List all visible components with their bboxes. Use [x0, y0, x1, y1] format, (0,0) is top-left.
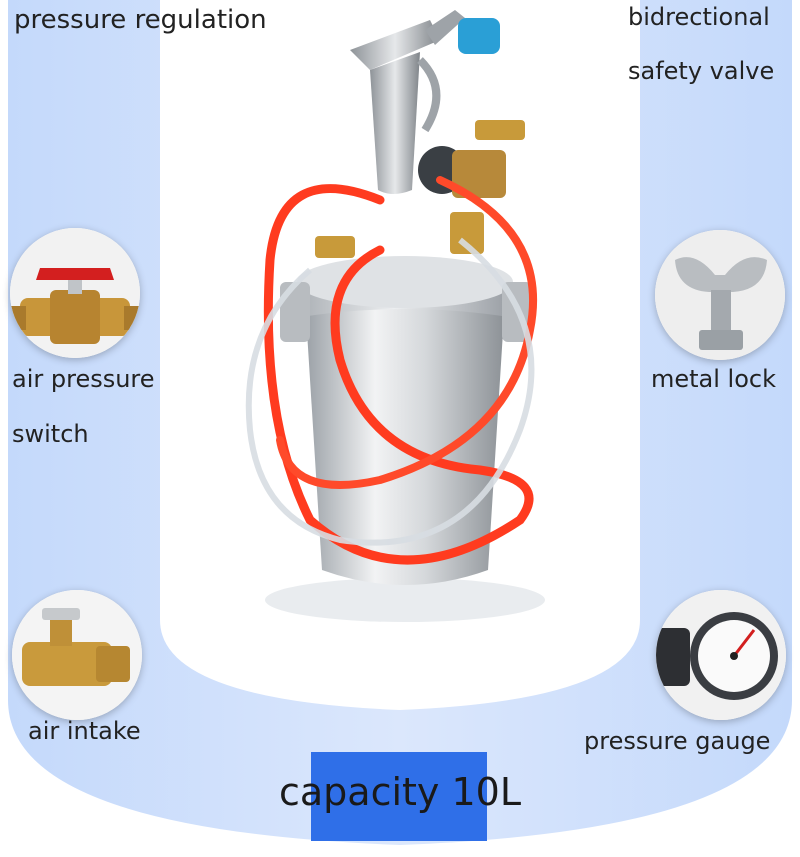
air-pressure-switch-thumbnail	[10, 228, 140, 358]
brass-fitting-icon	[12, 590, 142, 720]
air-pressure-switch-label-line1: air pressure	[12, 365, 155, 393]
capacity-highlight-box	[311, 752, 487, 841]
bidirectional-label-line1: bidrectional	[628, 3, 770, 31]
pressure-gauge-icon	[656, 590, 786, 720]
wing-nut-icon	[655, 230, 785, 360]
capacity-label: capacity 10L	[278, 770, 522, 814]
pressure-gauge-thumbnail	[656, 590, 786, 720]
safety-valve-label-line2: safety valve	[628, 57, 775, 85]
pressure-gauge-label: pressure gauge	[584, 727, 771, 755]
ball-valve-icon	[10, 228, 140, 358]
metal-lock-thumbnail	[655, 230, 785, 360]
pressure-tank-spray-gun-icon	[245, 10, 545, 622]
metal-lock-label: metal lock	[651, 365, 777, 393]
pressure-regulation-label: pressure regulation	[14, 5, 267, 35]
air-intake-label: air intake	[28, 717, 141, 745]
air-pressure-switch-label-line2: switch	[12, 420, 89, 448]
air-intake-thumbnail	[12, 590, 142, 720]
